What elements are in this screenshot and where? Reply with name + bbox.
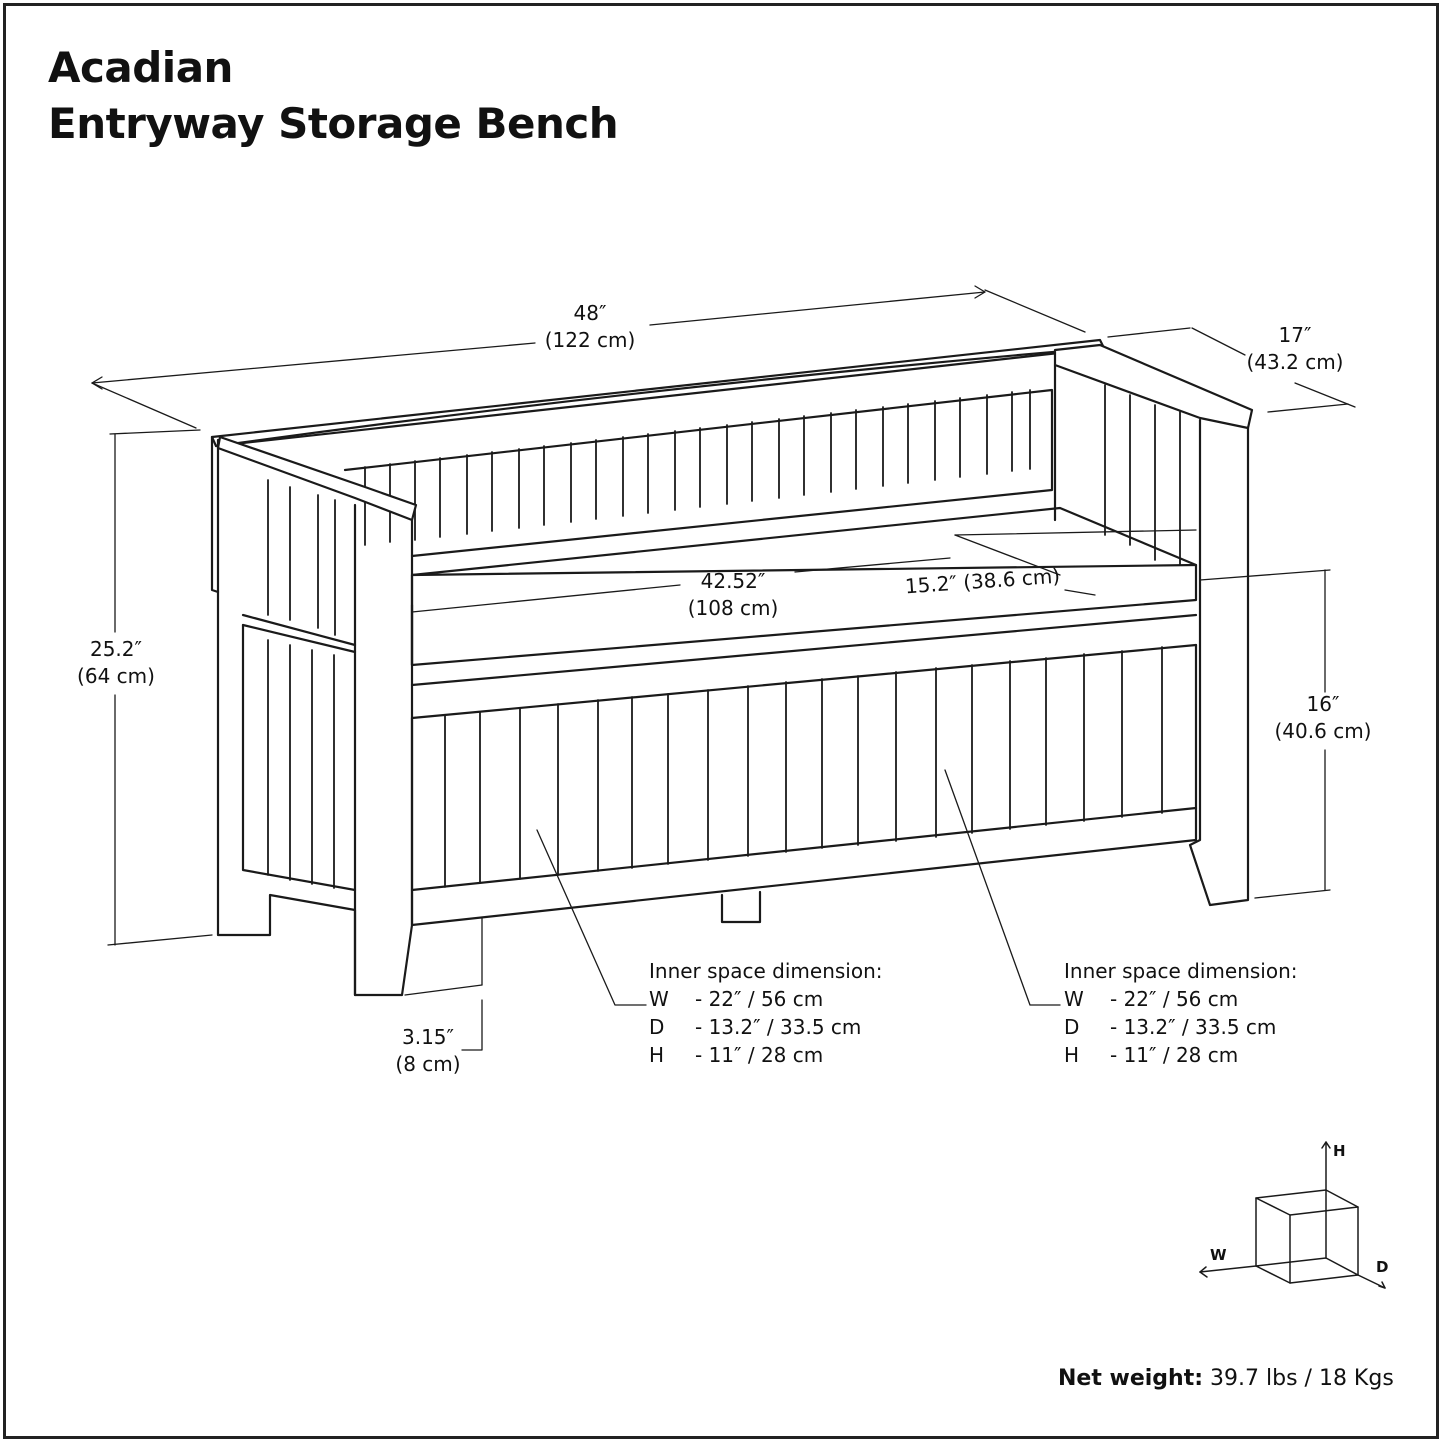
- inner-space-row-d: D - 13.2″ / 33.5 cm: [649, 1013, 883, 1041]
- dimension-key: W: [649, 987, 669, 1011]
- seat-width-metric: (108 cm): [687, 596, 779, 620]
- net-weight-value: 39.7 lbs / 18 Kgs: [1210, 1366, 1394, 1391]
- leg-clearance-label: 3.15″ (8 cm): [388, 1024, 468, 1078]
- dimension-key: W: [1064, 987, 1084, 1011]
- leg-clearance-metric: (8 cm): [395, 1052, 461, 1076]
- overall-height-label: 25.2″ (64 cm): [58, 636, 174, 690]
- product-title: Acadian Entryway Storage Bench: [48, 40, 619, 152]
- axis-label-height: H: [1333, 1142, 1346, 1160]
- seat-width-imperial: 42.52″: [700, 569, 766, 593]
- inner-space-heading: Inner space dimension:: [1064, 959, 1298, 983]
- net-weight: Net weight: 39.7 lbs / 18 Kgs: [1058, 1366, 1394, 1391]
- dimension-value: - 11″ / 28 cm: [1110, 1043, 1239, 1067]
- inner-space-callout-right: Inner space dimension: W - 22″ / 56 cm D -…: [1064, 957, 1298, 1069]
- inner-space-row-h: H - 11″ / 28 cm: [1064, 1041, 1298, 1069]
- overall-depth-metric: (43.2 cm): [1246, 350, 1344, 374]
- inner-space-callout-left: Inner space dimension: W - 22″ / 56 cm D -…: [649, 957, 883, 1069]
- overall-depth-label: 17″ (43.2 cm): [1235, 322, 1355, 376]
- overall-depth-imperial: 17″: [1278, 323, 1312, 347]
- dimension-value: - 22″ / 56 cm: [695, 987, 824, 1011]
- leg-clearance-imperial: 3.15″: [401, 1025, 454, 1049]
- dimension-key: H: [649, 1043, 665, 1067]
- dimension-key: D: [1064, 1015, 1080, 1039]
- overall-width-label: 48″ (122 cm): [530, 300, 650, 354]
- inner-space-row-w: W - 22″ / 56 cm: [649, 985, 883, 1013]
- overall-height-imperial: 25.2″: [89, 637, 142, 661]
- title-line-2: Entryway Storage Bench: [48, 99, 619, 148]
- overall-width-imperial: 48″: [573, 301, 607, 325]
- axis-label-depth: D: [1376, 1258, 1389, 1276]
- dimension-value: - 13.2″ / 33.5 cm: [1110, 1015, 1277, 1039]
- seat-height-metric: (40.6 cm): [1274, 719, 1372, 743]
- inner-space-row-d: D - 13.2″ / 33.5 cm: [1064, 1013, 1298, 1041]
- dimension-value: - 11″ / 28 cm: [695, 1043, 824, 1067]
- seat-width-label: 42.52″ (108 cm): [673, 568, 793, 622]
- diagram-frame: [3, 3, 1439, 1439]
- dimension-key: H: [1064, 1043, 1080, 1067]
- inner-space-heading: Inner space dimension:: [649, 959, 883, 983]
- inner-space-row-h: H - 11″ / 28 cm: [649, 1041, 883, 1069]
- dimension-value: - 13.2″ / 33.5 cm: [695, 1015, 862, 1039]
- seat-height-imperial: 16″: [1306, 692, 1340, 716]
- seat-height-label: 16″ (40.6 cm): [1265, 691, 1381, 745]
- inner-space-row-w: W - 22″ / 56 cm: [1064, 985, 1298, 1013]
- dimension-value: - 22″ / 56 cm: [1110, 987, 1239, 1011]
- overall-width-metric: (122 cm): [544, 328, 636, 352]
- net-weight-label: Net weight:: [1058, 1366, 1204, 1391]
- dimension-key: D: [649, 1015, 665, 1039]
- axis-label-width: W: [1210, 1246, 1227, 1264]
- overall-height-metric: (64 cm): [77, 664, 155, 688]
- title-line-1: Acadian: [48, 43, 233, 92]
